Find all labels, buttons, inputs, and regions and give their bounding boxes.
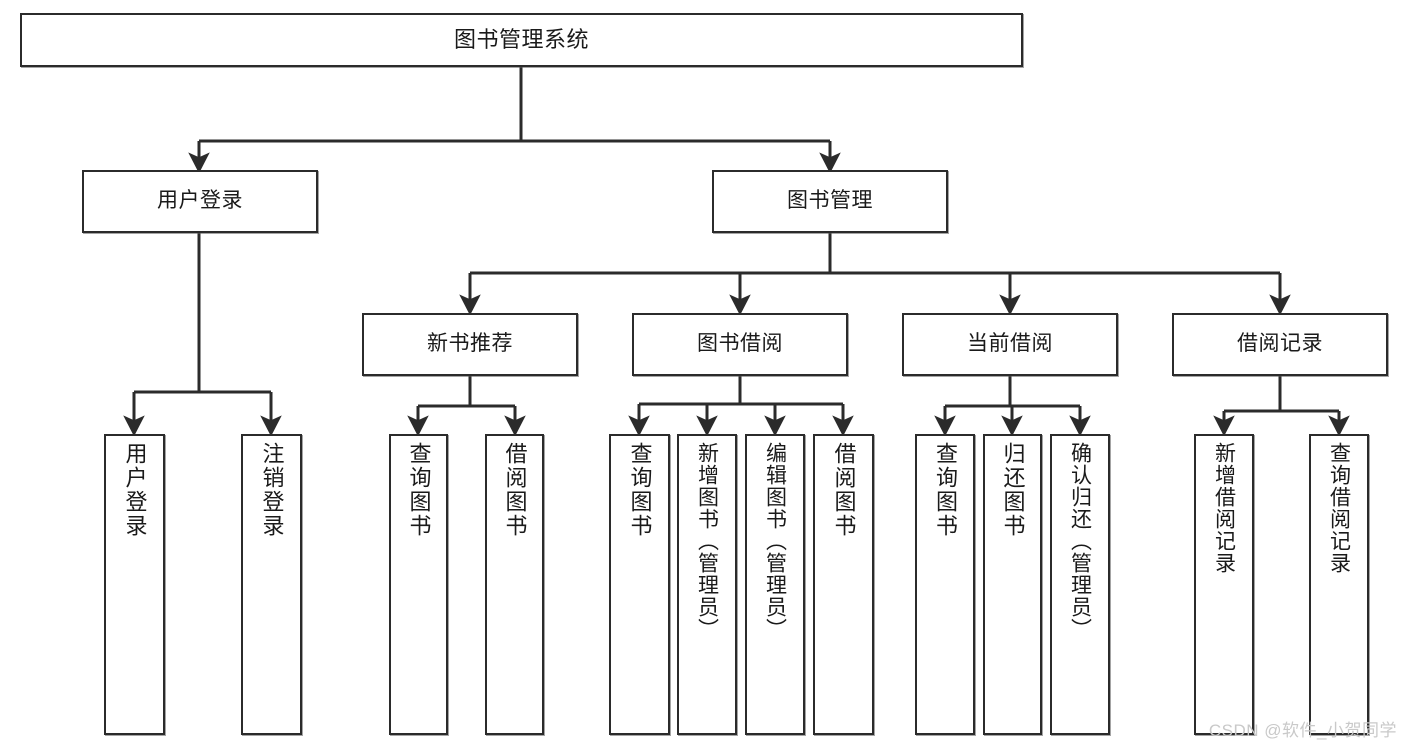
node-label: 当前借阅 [967, 332, 1053, 356]
leaf-query-book-current[interactable]: 查询图书 [915, 434, 975, 735]
node-label: 注销登录 [259, 442, 285, 538]
node-label: 借阅记录 [1237, 332, 1323, 356]
node-label: 用户登录 [157, 189, 243, 213]
leaf-query-borrow-record[interactable]: 查询借阅记录 [1309, 434, 1369, 735]
node-label: 新增借阅记录 [1212, 442, 1236, 574]
node-label: 图书管理 [787, 189, 873, 213]
node-label: 确认归还（管理员） [1068, 442, 1092, 640]
node-new-book-recommend[interactable]: 新书推荐 [362, 313, 578, 376]
node-label: 查询图书 [933, 442, 958, 538]
node-label: 编辑图书（管理员） [763, 442, 787, 640]
leaf-user-login[interactable]: 用户登录 [104, 434, 165, 735]
leaf-add-borrow-record[interactable]: 新增借阅记录 [1194, 434, 1254, 735]
node-label: 借阅图书 [502, 442, 528, 538]
node-label: 用户登录 [122, 442, 148, 538]
node-label: 图书借阅 [697, 332, 783, 356]
node-label: 新增图书（管理员） [695, 442, 719, 640]
node-label: 归还图书 [1000, 442, 1026, 538]
node-book-borrow[interactable]: 图书借阅 [632, 313, 848, 376]
node-root-system[interactable]: 图书管理系统 [20, 13, 1023, 67]
leaf-query-book-recommend[interactable]: 查询图书 [389, 434, 448, 735]
leaf-add-book[interactable]: 新增图书（管理员） [677, 434, 737, 735]
node-label: 查询图书 [406, 442, 432, 538]
node-book-manage[interactable]: 图书管理 [712, 170, 948, 233]
leaf-confirm-return[interactable]: 确认归还（管理员） [1050, 434, 1110, 735]
leaf-edit-book[interactable]: 编辑图书（管理员） [745, 434, 805, 735]
leaf-borrow-book-borrow[interactable]: 借阅图书 [813, 434, 874, 735]
node-label: 查询图书 [627, 442, 653, 538]
leaf-query-book-borrow[interactable]: 查询图书 [609, 434, 670, 735]
node-user-login[interactable]: 用户登录 [82, 170, 318, 233]
node-label: 借阅图书 [831, 442, 857, 538]
node-borrow-record[interactable]: 借阅记录 [1172, 313, 1388, 376]
node-label: 图书管理系统 [453, 27, 589, 53]
node-label: 新书推荐 [427, 332, 513, 356]
leaf-borrow-book-recommend[interactable]: 借阅图书 [485, 434, 544, 735]
node-current-borrow[interactable]: 当前借阅 [902, 313, 1118, 376]
leaf-return-book[interactable]: 归还图书 [983, 434, 1042, 735]
leaf-logout-login[interactable]: 注销登录 [241, 434, 302, 735]
node-label: 查询借阅记录 [1327, 442, 1351, 574]
watermark-text: CSDN @软件_小贺同学 [1208, 721, 1397, 740]
